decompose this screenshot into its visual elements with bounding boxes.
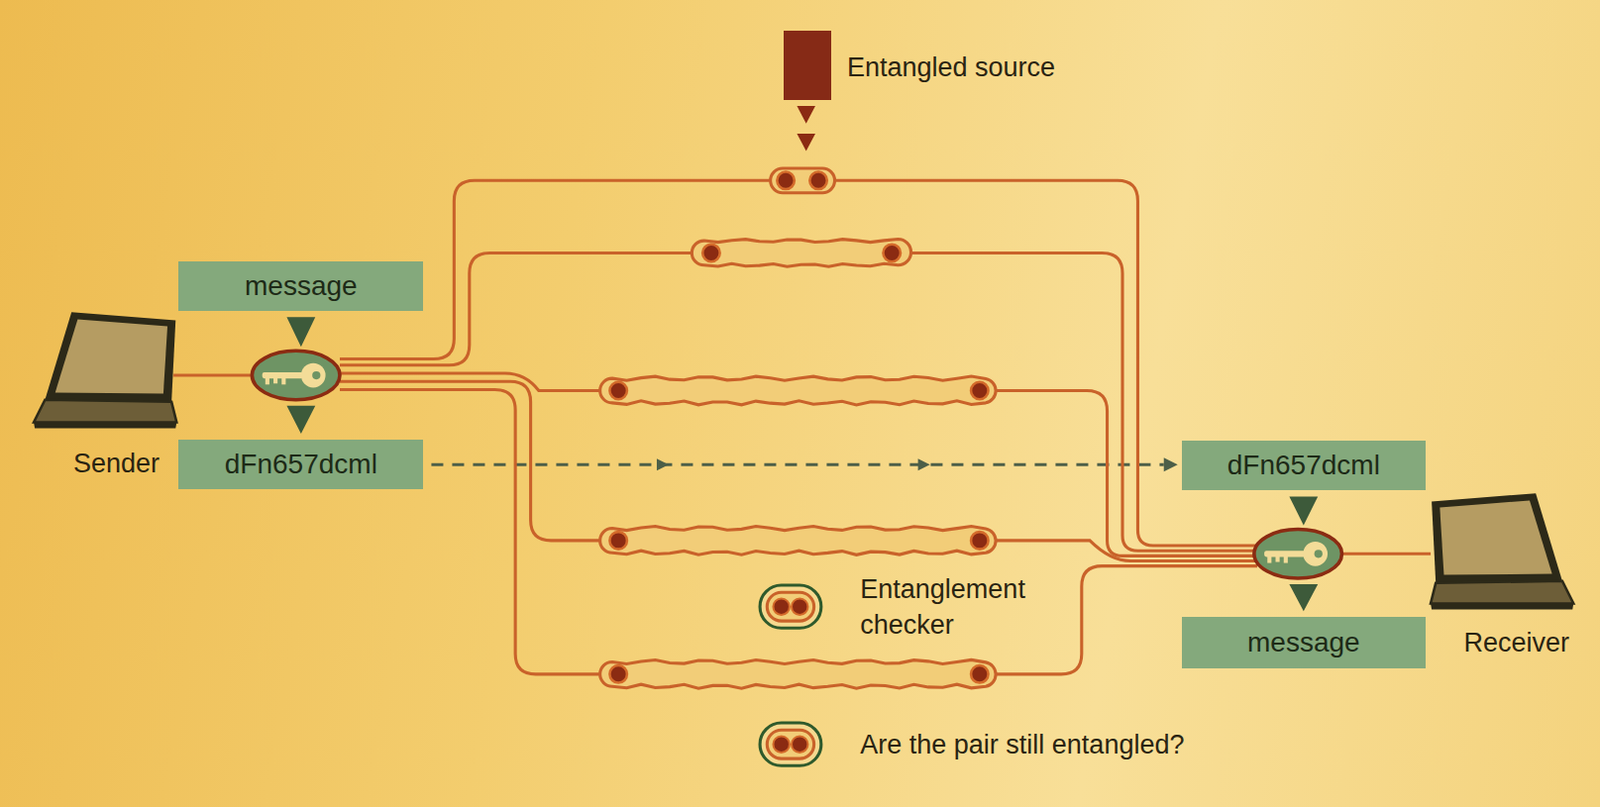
laptop-edge <box>33 422 177 428</box>
key-bow <box>301 363 326 389</box>
key-icon <box>1264 541 1328 567</box>
laptop-cable <box>173 373 255 377</box>
checker-pair <box>767 730 815 759</box>
source-arrow <box>796 133 816 152</box>
fiber <box>339 381 1258 561</box>
key-hole <box>312 371 320 380</box>
legend-text: Entanglement checker <box>859 571 1059 643</box>
source-label: Entangled source <box>847 49 1056 86</box>
box-text: dFn657dcml <box>224 447 378 482</box>
source-arrow <box>796 106 816 124</box>
key-tooth <box>273 377 278 384</box>
computer-node: Sender <box>30 306 179 485</box>
box-text: message <box>244 269 358 304</box>
key-oval <box>251 350 340 400</box>
legend-entry: Are the pair still entangled? <box>757 721 1184 768</box>
key-tooth <box>1283 555 1288 563</box>
key-tooth <box>281 377 286 385</box>
photon-dot <box>791 737 808 753</box>
legend-entry: Entanglement checker <box>757 571 1059 643</box>
flow-arrowhead <box>656 457 1178 472</box>
laptop-icon <box>1428 487 1577 616</box>
key-hole <box>1314 549 1323 558</box>
box-text: message <box>1247 626 1361 660</box>
laptop-screen <box>55 319 168 394</box>
connector <box>430 457 1177 472</box>
laptop-icon <box>30 306 179 434</box>
photon-dot <box>970 532 989 550</box>
dashed-transmission <box>430 463 1164 467</box>
pair-capsule <box>691 239 911 268</box>
box-text: dFn657dcml <box>1227 448 1381 483</box>
photon-dot <box>702 244 721 263</box>
fiber <box>339 373 1258 556</box>
fiber <box>339 389 1258 674</box>
photon-dot <box>609 665 628 684</box>
laptop-drawing <box>33 312 177 428</box>
checker-pair <box>767 592 815 622</box>
message-box: dFn657dcml <box>178 439 424 490</box>
photon-dot <box>882 244 901 263</box>
key-tooth <box>1267 555 1272 563</box>
legend-text: Are the pair still entangled? <box>859 727 1184 763</box>
message-box: message <box>1181 617 1426 669</box>
message-box: message <box>178 261 424 312</box>
laptop-drawing <box>1430 494 1574 611</box>
checker-outline <box>759 723 822 766</box>
photon-dot <box>970 382 989 401</box>
photon-dot <box>970 665 989 684</box>
pair-capsule <box>770 168 836 194</box>
message-box: dFn657dcml <box>1181 440 1426 491</box>
photon-dot <box>791 599 808 616</box>
key-icon <box>262 363 326 389</box>
laptop-screen <box>1439 501 1552 576</box>
photon-dot <box>773 599 790 616</box>
source-arrows <box>796 106 816 151</box>
fiber-network <box>173 106 1431 689</box>
photon-dot <box>773 737 790 753</box>
entangled-source-block <box>783 30 832 101</box>
computer-label: Receiver <box>1442 625 1591 661</box>
key-oval <box>1254 530 1343 579</box>
fibers <box>173 180 1431 675</box>
decrypt-key <box>1254 530 1343 579</box>
photon-dot <box>776 172 795 191</box>
laptop-base <box>1430 581 1574 605</box>
checker-icon <box>757 583 824 631</box>
encrypt-key <box>251 350 340 400</box>
laptop-edge <box>1430 604 1574 611</box>
pair-capsule <box>600 526 996 555</box>
photon-dot <box>809 172 828 191</box>
photon-dot <box>609 382 628 401</box>
key-tooth <box>265 377 270 385</box>
computer-label: Sender <box>42 445 191 482</box>
source-node: Entangled source <box>783 30 1062 101</box>
pair-capsule <box>600 376 996 406</box>
fiber <box>339 180 1258 546</box>
checker-icon <box>757 721 824 768</box>
checker-outline <box>759 585 822 629</box>
pair-capsule <box>600 659 996 689</box>
laptop-base <box>33 400 177 424</box>
laptop-lid <box>44 312 176 403</box>
fiber <box>339 252 1258 551</box>
laptop-lid <box>1431 494 1563 585</box>
computer-node: Receiver <box>1428 487 1577 661</box>
laptop-cable <box>1340 552 1431 556</box>
key-bow <box>1302 541 1328 567</box>
photon-dot <box>609 532 628 550</box>
key-tooth <box>1276 555 1280 562</box>
